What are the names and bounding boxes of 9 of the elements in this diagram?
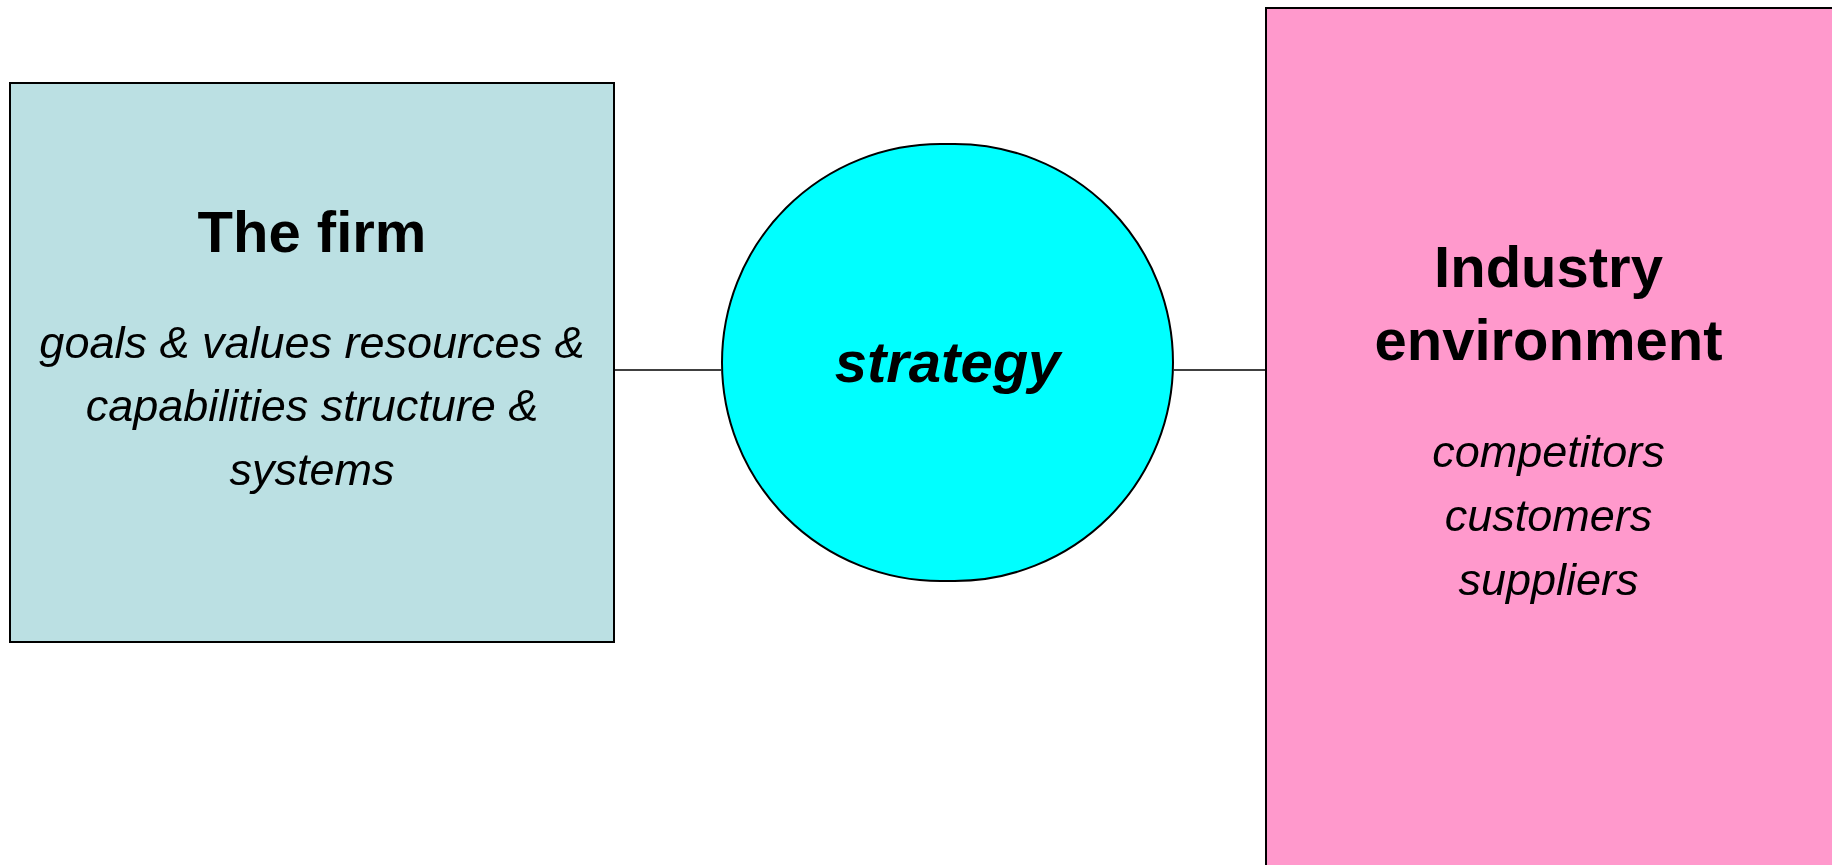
connector-line xyxy=(1173,369,1266,371)
node-title: Industry environment xyxy=(1373,233,1724,374)
node-description: competitors customers suppliers xyxy=(1431,425,1666,607)
node-description: goals & values resources & capabilities structure & systems xyxy=(38,315,586,498)
node-title: strategy xyxy=(834,328,1061,397)
industry-box xyxy=(1265,7,1832,865)
connector-line xyxy=(614,369,722,371)
node-title: The firm xyxy=(196,198,428,266)
firm-box xyxy=(9,82,615,643)
